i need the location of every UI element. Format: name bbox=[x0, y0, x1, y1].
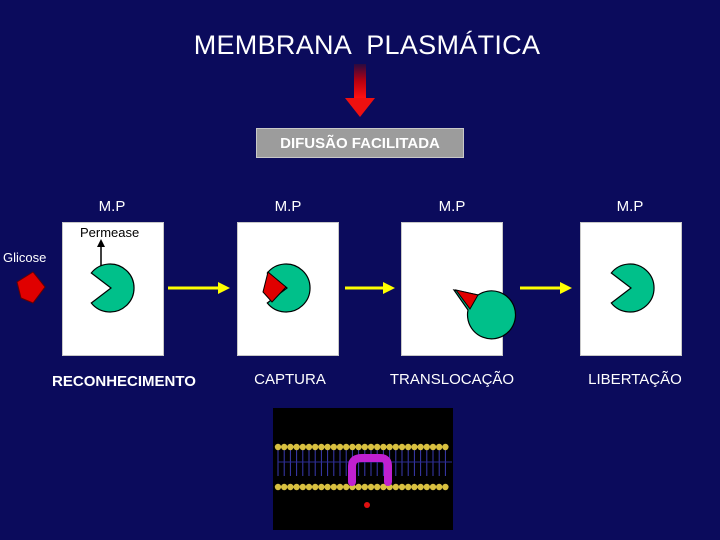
right-arrow-icon-2 bbox=[345, 282, 395, 294]
glucose-icon bbox=[16, 271, 46, 304]
mp-label-2: M.P bbox=[274, 198, 302, 215]
panel-capture bbox=[237, 222, 339, 356]
mp-label-3: M.P bbox=[438, 198, 466, 215]
step-label-release: LIBERTAÇÃO bbox=[588, 371, 682, 388]
panel-release bbox=[580, 222, 682, 356]
step-label-capture: CAPTURA bbox=[254, 371, 326, 388]
panel-translocation bbox=[401, 222, 503, 356]
mp-label-1: M.P bbox=[98, 198, 126, 215]
mp-label-4: M.P bbox=[616, 198, 644, 215]
glicose-label: Glicose bbox=[3, 250, 47, 265]
step-label-recognition: RECONHECIMENTO bbox=[52, 373, 196, 390]
subtitle-box: DIFUSÃO FACILITADA bbox=[256, 128, 464, 158]
panel-recognition bbox=[62, 222, 164, 356]
right-arrow-icon-3 bbox=[520, 282, 572, 294]
permease-label: Permease bbox=[80, 225, 140, 240]
page-title: MEMBRANA PLASMÁTICA bbox=[193, 30, 541, 60]
step-label-translocation: TRANSLOCAÇÃO bbox=[389, 371, 515, 388]
right-arrow-icon-1 bbox=[168, 282, 230, 294]
